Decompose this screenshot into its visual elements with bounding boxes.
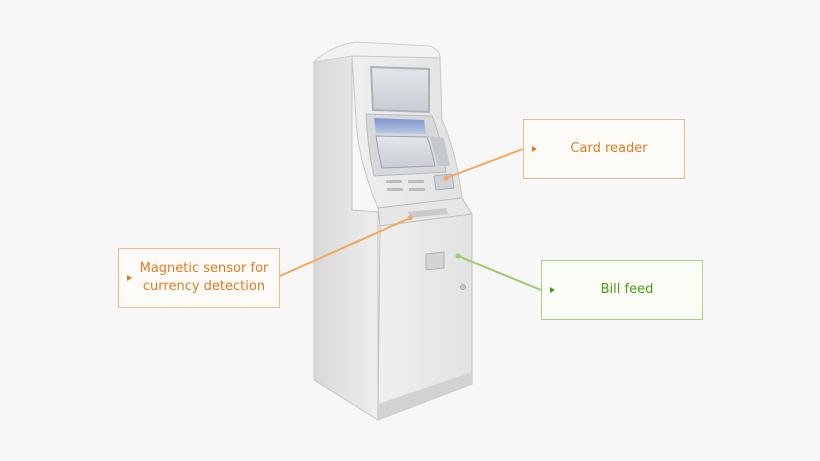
caret-right-icon: [127, 275, 132, 281]
magnetic-sensor-label: Magnetic sensor for currency detection: [139, 261, 269, 294]
atm-bill-slot: [425, 251, 445, 271]
atm-keypad: [386, 180, 425, 191]
card-reader-label: Card reader: [570, 141, 648, 156]
card-reader-callout: Card reader: [523, 119, 685, 179]
atm-screen-side-keys: [430, 136, 450, 166]
bill-feed-callout: Bill feed: [541, 260, 703, 320]
atm-screen-header: [374, 118, 426, 134]
magnetic-sensor-leader-dot: [407, 215, 413, 221]
atm-top-display: [369, 65, 430, 114]
caret-right-icon: [532, 146, 537, 152]
atm-lock: [460, 284, 466, 290]
atm-base: [378, 372, 472, 420]
bill-feed-label: Bill feed: [600, 282, 654, 297]
card-reader-leader-line: [445, 148, 524, 179]
card-reader-leader-dot: [443, 175, 449, 181]
magnetic-sensor-leader-line: [279, 217, 411, 277]
atm-tray-slot: [408, 208, 448, 218]
caret-right-icon: [550, 287, 555, 293]
magnetic-sensor-callout: Magnetic sensor for currency detection: [118, 248, 280, 308]
bill-feed-leader-dot: [455, 253, 461, 259]
bill-feed-leader-line: [457, 255, 542, 291]
atm-card-slot: [433, 173, 455, 191]
atm-main-screen: [375, 135, 436, 169]
